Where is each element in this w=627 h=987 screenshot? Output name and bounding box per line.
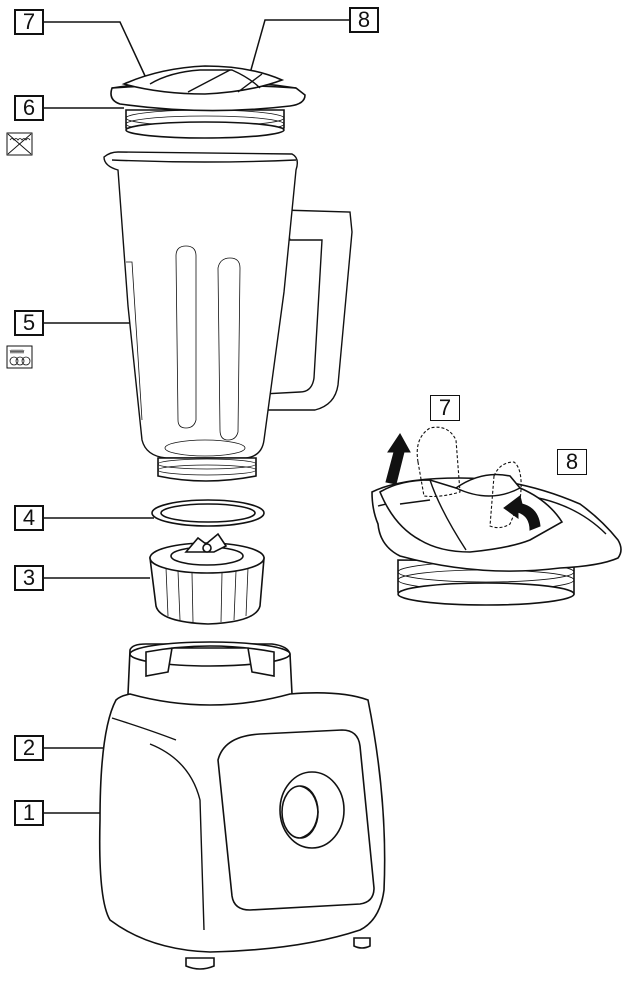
label-4-seal-ring: 4 <box>14 505 44 531</box>
leader-7 <box>44 22 146 78</box>
label-1-speed-knob: 1 <box>14 800 44 826</box>
motor-base-drawing <box>100 642 385 969</box>
label-8-spout-flap: 8 <box>349 7 379 33</box>
detail-label-7: 7 <box>430 395 460 421</box>
blade-unit-drawing <box>150 534 264 624</box>
label-7-center-cap: 7 <box>14 9 44 35</box>
dishwasher-safe-icon <box>7 346 32 368</box>
label-2-motor-base: 2 <box>14 735 44 761</box>
no-dishwasher-icon <box>7 133 32 155</box>
lid-drawing <box>111 66 305 138</box>
label-5-jar: 5 <box>14 310 44 336</box>
jar-drawing <box>104 152 352 481</box>
label-3-blade-unit: 3 <box>14 565 44 591</box>
detail-label-8: 8 <box>557 449 587 475</box>
label-6-lid: 6 <box>14 95 44 121</box>
seal-ring-drawing <box>152 500 264 526</box>
